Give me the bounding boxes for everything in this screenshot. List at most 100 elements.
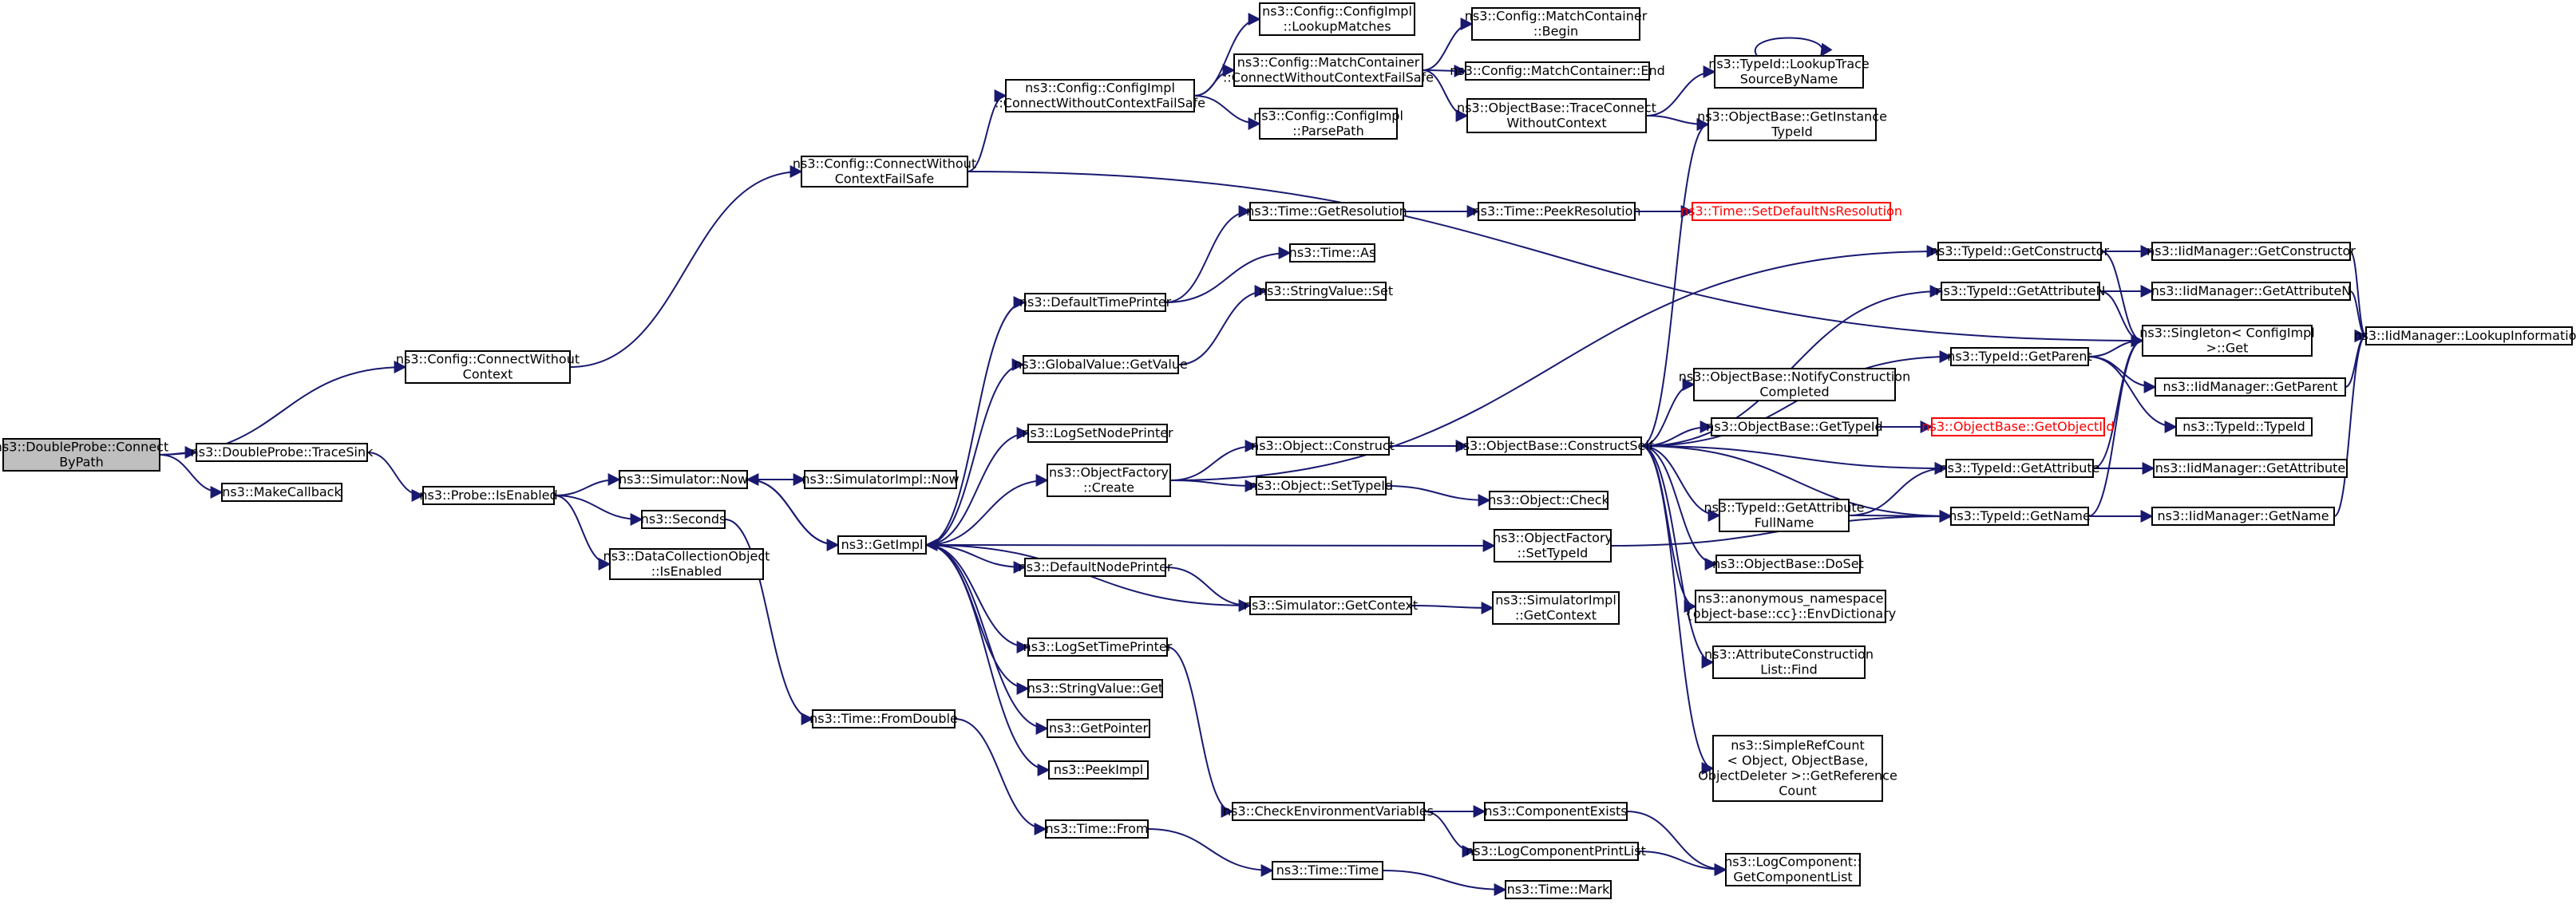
- node-box: [1945, 459, 2094, 478]
- graph-node-ob-tcwc[interactable]: ns3::ObjectBase::TraceConnectWithoutCont…: [1457, 98, 1656, 133]
- graph-node-peekres[interactable]: ns3::Time::PeekResolution: [1472, 202, 1641, 221]
- node-label: ns3::StringValue::Set: [1259, 283, 1393, 298]
- node-label: ns3::Config::ConfigImpl: [1025, 81, 1175, 96]
- graph-node-dco-enabled[interactable]: ns3::DataCollectionObject::IsEnabled: [603, 548, 770, 580]
- graph-node-cwc[interactable]: ns3::Config::ConnectWithoutContext: [396, 350, 580, 384]
- node-label: ns3::MakeCallback: [222, 484, 342, 499]
- graph-node-lc-gcl[interactable]: ns3::LogComponent::GetComponentList: [1724, 853, 1862, 886]
- graph-node-sv-get[interactable]: ns3::StringValue::Get: [1027, 679, 1163, 698]
- graph-node-iid-getattr[interactable]: ns3::IidManager::GetAttribute: [2153, 459, 2348, 478]
- node-label: ns3::Config::ConnectWithout: [793, 156, 976, 172]
- edge-sim-getctx-to-simimpl-getctx: [1411, 601, 1494, 614]
- graph-node-singleton[interactable]: ns3::Singleton< ConfigImpl >::Get: [2139, 325, 2315, 357]
- graph-node-time-as[interactable]: ns3::Time::As: [1289, 243, 1376, 263]
- edge-ob-cs-to-srefcount: [1640, 445, 1715, 775]
- graph-node-tid-getctor[interactable]: ns3::TypeId::GetConstructor: [1930, 242, 2110, 261]
- graph-node-ob-gettid[interactable]: ns3::ObjectBase::GetTypeId: [1706, 417, 1883, 436]
- graph-node-seconds[interactable]: ns3::Seconds: [641, 510, 726, 529]
- edge-tid-getattrn-to-singleton: [2099, 290, 2144, 347]
- graph-node-lcpl[interactable]: ns3::LogComponentPrintList: [1466, 842, 1646, 861]
- graph-node-sim-getctx[interactable]: ns3::Simulator::GetContext: [1244, 596, 1418, 615]
- graph-node-sv-set[interactable]: ns3::StringValue::Set: [1259, 282, 1393, 301]
- node-label: ns3::GetImpl: [841, 537, 924, 552]
- node-label: ::Create: [1083, 480, 1134, 495]
- node-label: ns3::Probe::IsEnabled: [419, 488, 557, 503]
- node-label: ns3::LogSetNodePrinter: [1022, 425, 1173, 440]
- graph-node-tid-typeid[interactable]: ns3::TypeId::TypeId: [2175, 417, 2313, 436]
- graph-node-simimpl-getctx[interactable]: ns3::SimulatorImpl::GetContext: [1492, 591, 1620, 625]
- graph-node-tracesink[interactable]: ns3::DoubleProbe::TraceSink: [191, 443, 374, 462]
- graph-node-sim-now[interactable]: ns3::Simulator::Now: [619, 470, 748, 489]
- graph-node-iid-getparent[interactable]: ns3::IidManager::GetParent: [2155, 377, 2346, 397]
- graph-node-time-from[interactable]: ns3::Time::From: [1045, 819, 1149, 839]
- graph-node-parsepath[interactable]: ns3::Config::ConfigImpl::ParsePath: [1253, 108, 1403, 140]
- edge-tid-getctor-to-singleton: [2100, 251, 2144, 347]
- edge-seconds-to-fromdouble: [724, 519, 814, 725]
- node-label: ns3::IidManager::GetConstructor: [2147, 243, 2356, 259]
- graph-node-getptr[interactable]: ns3::GetPointer: [1047, 719, 1150, 738]
- graph-node-getimpl[interactable]: ns3::GetImpl: [837, 535, 927, 555]
- graph-node-fromdouble[interactable]: ns3::Time::FromDouble: [809, 709, 958, 728]
- graph-node-obj-construct[interactable]: ns3::Object::Construct: [1251, 436, 1395, 456]
- graph-node-getres[interactable]: ns3::Time::GetResolution: [1246, 202, 1407, 221]
- node-box: [1272, 861, 1383, 880]
- graph-node-ob-getobjtid[interactable]: ns3::ObjectBase::GetObjectIid: [1921, 417, 2115, 436]
- graph-node-envdict[interactable]: ns3::anonymous_namespace{object-base::cc…: [1685, 590, 1897, 623]
- graph-node-iid-getname[interactable]: ns3::IidManager::GetName: [2151, 507, 2335, 526]
- graph-node-gv-get[interactable]: ns3::GlobalValue::GetValue: [1014, 355, 1188, 374]
- graph-node-tid-getparent[interactable]: ns3::TypeId::GetParent: [1947, 347, 2092, 366]
- edge-dtp-to-time-as: [1165, 247, 1292, 303]
- graph-node-iid-getattrn[interactable]: ns3::IidManager::GetAttributeN: [2151, 282, 2352, 301]
- graph-node-time-time[interactable]: ns3::Time::Time: [1272, 861, 1383, 880]
- graph-node-of-settid[interactable]: ns3::ObjectFactory::SetTypeId: [1493, 529, 1612, 563]
- node-box: [1484, 802, 1628, 821]
- graph-node-obj-settid[interactable]: ns3::Object::SetTypeId: [1249, 476, 1393, 495]
- graph-node-isenabled[interactable]: ns3::Probe::IsEnabled: [419, 486, 558, 505]
- graph-node-simimpl-now[interactable]: ns3::SimulatorImpl::Now: [801, 470, 960, 489]
- graph-node-makecb[interactable]: ns3::MakeCallback: [221, 483, 342, 502]
- graph-node-srefcount[interactable]: ns3::SimpleRefCount< Object, ObjectBase,…: [1698, 735, 1897, 802]
- node-box: [1494, 529, 1612, 563]
- node-label: ns3::ObjectBase::GetInstance: [1697, 109, 1887, 124]
- edge-cwc-to-cwcfs: [569, 165, 803, 368]
- graph-node-dnp[interactable]: ns3::DefaultNodePrinter: [1019, 558, 1173, 577]
- graph-node-iid-lookupinfo[interactable]: ns3::IidManager::LookupInformation: [2353, 326, 2576, 345]
- graph-node-lsnp[interactable]: ns3::LogSetNodePrinter: [1022, 424, 1173, 443]
- graph-node-obj-check[interactable]: ns3::Object::Check: [1488, 491, 1610, 510]
- node-label: ns3::Config::MatchContainer: [1237, 55, 1420, 70]
- graph-node-lstp[interactable]: ns3::LogSetTimePrinter: [1023, 638, 1173, 657]
- graph-node-tid-getattr[interactable]: ns3::TypeId::GetAttribute: [1939, 459, 2100, 478]
- graph-node-ob-cs[interactable]: ns3::ObjectBase::ConstructSelf: [1455, 436, 1654, 456]
- node-box: [1256, 436, 1390, 456]
- edge-mc-cwcfs-to-ob-tcwc: [1422, 69, 1469, 122]
- graph-node-peekimpl[interactable]: ns3::PeekImpl: [1048, 760, 1149, 780]
- graph-node-impl-cwcfs[interactable]: ns3::Config::ConfigImpl::ConnectWithoutC…: [995, 79, 1205, 113]
- graph-node-cev[interactable]: ns3::CheckEnvironmentVariables: [1223, 802, 1434, 821]
- graph-node-ob-notify[interactable]: ns3::ObjectBase::NotifyConstructionCompl…: [1679, 368, 1910, 401]
- graph-node-time-mark[interactable]: ns3::Time::Mark: [1505, 880, 1612, 899]
- graph-node-setdefns[interactable]: ns3::Time::SetDefaultNsResolution: [1680, 202, 1902, 221]
- graph-node-cwcfs[interactable]: ns3::Config::ConnectWithoutContextFailSa…: [793, 156, 976, 188]
- edge-ob-cs-to-getinst: [1640, 118, 1710, 447]
- edge-compexists-to-lc-gcl: [1626, 811, 1727, 876]
- graph-node-of-create[interactable]: ns3::ObjectFactory::Create: [1047, 464, 1171, 497]
- graph-node-ob-doset[interactable]: ns3::ObjectBase::DoSet: [1712, 555, 1864, 574]
- graph-node-mc-begin[interactable]: ns3::Config::MatchContainer::Begin: [1465, 7, 1648, 41]
- graph-node-mc-cwcfs[interactable]: ns3::Config::MatchContainer::ConnectWith…: [1223, 53, 1434, 87]
- node-box: [1256, 476, 1387, 495]
- graph-node-iid-getctor[interactable]: ns3::IidManager::GetConstructor: [2147, 242, 2356, 261]
- graph-node-compexists[interactable]: ns3::ComponentExists: [1484, 802, 1628, 821]
- graph-node-lookup[interactable]: ns3::Config::ConfigImpl::LookupMatches: [1259, 2, 1415, 36]
- graph-node-tid-getname[interactable]: ns3::TypeId::GetName: [1949, 507, 2091, 526]
- graph-node-dtp[interactable]: ns3::DefaultTimePrinter: [1019, 293, 1172, 312]
- node-box: [1465, 61, 1650, 81]
- graph-node-mc-end[interactable]: ns3::Config::MatchContainer::End: [1450, 61, 1665, 81]
- node-label: ::IsEnabled: [651, 564, 722, 579]
- graph-node-tid-getattrn[interactable]: ns3::TypeId::GetAttributeN: [1936, 282, 2106, 301]
